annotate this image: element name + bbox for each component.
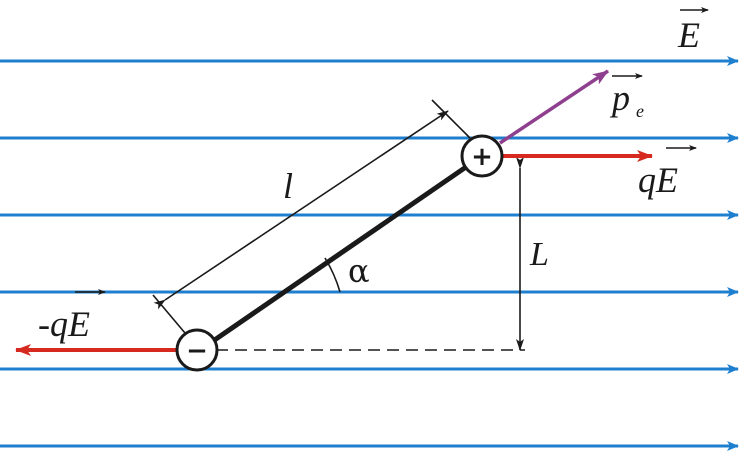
angle-label: α [348, 252, 370, 290]
force-negative-text: -qE [38, 304, 90, 344]
dipole-moment-text: p [609, 78, 630, 118]
force-positive-text: qE [638, 160, 678, 200]
dipole-rod [198, 153, 484, 353]
arm-label: L [529, 236, 549, 273]
length-extension-top [431, 99, 471, 139]
negative-charge: − [175, 328, 219, 372]
positive-charge-sign: + [471, 142, 493, 172]
length-dimension [152, 99, 471, 334]
dipole-moment-label: p e [609, 73, 644, 121]
positive-charge: + [460, 134, 504, 178]
length-label: l [283, 166, 293, 206]
force-negative-label: -qE [38, 289, 106, 344]
force-positive-label: qE [638, 145, 697, 200]
negative-charge-sign: − [186, 336, 208, 366]
length-dimension-line [153, 110, 449, 310]
angle-arc [324, 257, 341, 293]
field-label-text: E [677, 15, 700, 55]
dipole-moment-arrow [499, 69, 609, 145]
length-extension-bottom [152, 294, 186, 334]
field-label: E [677, 7, 709, 55]
dipole-moment-subscript: e [636, 101, 644, 121]
